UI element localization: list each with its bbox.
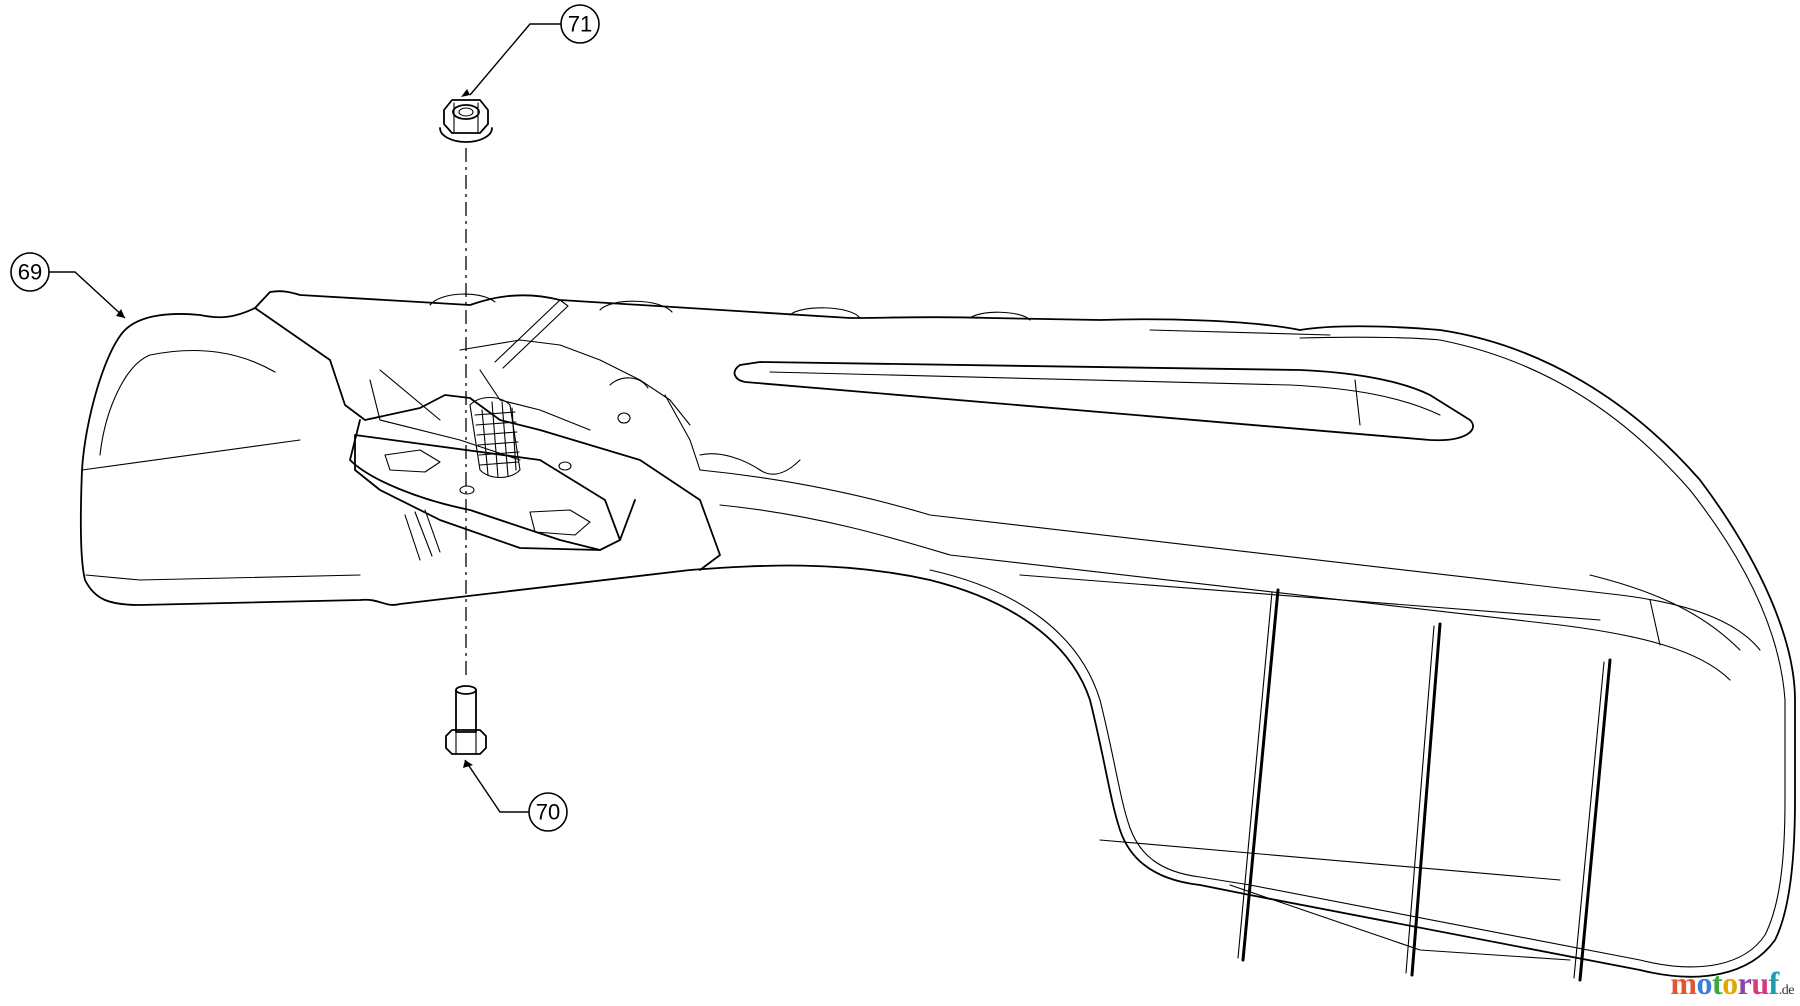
watermark-letter: o — [1696, 965, 1712, 1001]
arrowhead-71 — [461, 89, 470, 97]
chute-deflector-assembly — [79, 290, 1796, 982]
watermark-letter: o — [1722, 965, 1738, 1001]
callout-69[interactable]: 69 — [10, 252, 50, 292]
callout-70-label: 70 — [536, 800, 560, 825]
arrowhead-70 — [463, 760, 473, 768]
callout-71-label: 71 — [568, 12, 592, 37]
leader-line-70 — [464, 759, 529, 813]
torsion-spring — [469, 396, 521, 479]
flange-bolt — [445, 685, 487, 755]
watermark-letter: t — [1711, 965, 1723, 1001]
watermark-letter: f — [1768, 965, 1780, 1001]
watermark-letter: m — [1670, 965, 1697, 1001]
leader-line-69 — [47, 271, 126, 319]
watermark-logo: motoruf.de — [1670, 965, 1794, 1002]
watermark-letter: u — [1751, 965, 1769, 1001]
flange-lock-nut — [439, 99, 493, 143]
leader-line-71 — [469, 23, 562, 96]
arrowhead-69 — [116, 309, 125, 318]
callout-71[interactable]: 71 — [560, 4, 600, 44]
callout-69-label: 69 — [18, 260, 42, 285]
watermark-suffix: .de — [1778, 983, 1795, 998]
callout-70[interactable]: 70 — [528, 792, 568, 832]
watermark-letters: motoruf — [1670, 965, 1780, 1001]
watermark-letter: r — [1737, 965, 1752, 1001]
